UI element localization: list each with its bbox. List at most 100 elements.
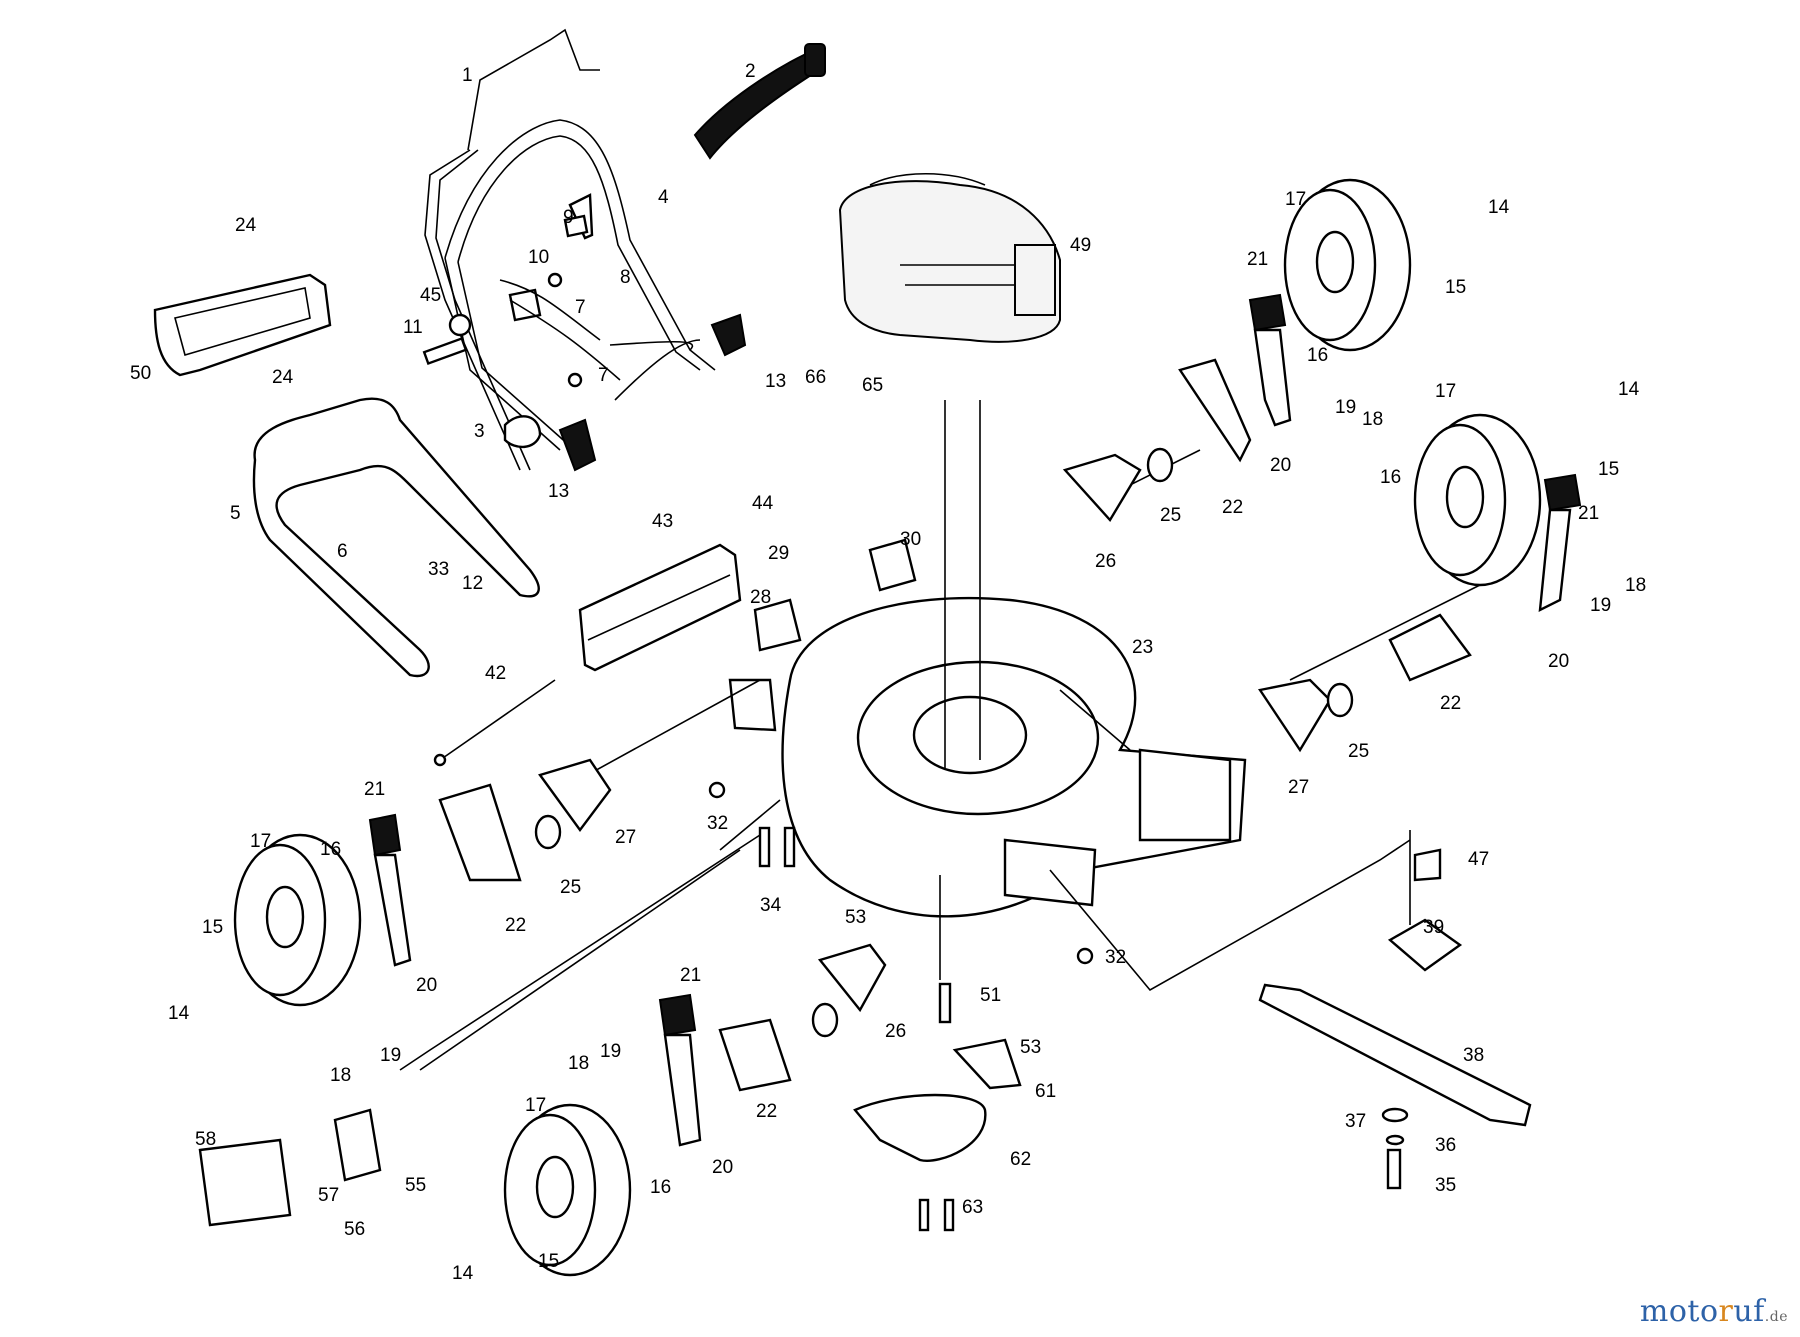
handle-knobs — [422, 193, 747, 472]
label-22c: 22 — [505, 915, 526, 936]
label-21c: 21 — [364, 779, 385, 800]
label-22a: 22 — [1222, 497, 1243, 518]
mulch-parts — [198, 1038, 1022, 1227]
label-10: 10 — [528, 247, 549, 268]
label-1: 1 — [462, 65, 473, 86]
deflector-shield — [153, 273, 332, 377]
label-29: 29 — [768, 543, 789, 564]
label-30: 30 — [900, 529, 921, 550]
label-14c: 14 — [168, 1003, 190, 1024]
handle-frame — [444, 119, 716, 451]
height-plates — [534, 447, 1354, 1038]
label-14d: 14 — [452, 1263, 474, 1284]
label-63: 63 — [962, 1197, 983, 1218]
control-cables — [499, 279, 701, 401]
label-7b: 7 — [598, 365, 609, 386]
rear-flap — [578, 543, 742, 672]
label-35: 35 — [1435, 1175, 1456, 1196]
label-25c: 25 — [560, 877, 581, 898]
label-18c: 18 — [330, 1065, 351, 1086]
label-17d: 17 — [525, 1095, 546, 1116]
lower-handle — [252, 397, 540, 678]
label-21d: 21 — [680, 965, 701, 986]
label-27b: 27 — [615, 827, 636, 848]
label-19d: 19 — [600, 1041, 621, 1062]
label-22d: 22 — [756, 1101, 777, 1122]
watermark-logo: motoruf.de — [1640, 1294, 1788, 1329]
label-32b: 32 — [1105, 947, 1126, 968]
label-58: 58 — [195, 1129, 216, 1150]
label-7a: 7 — [575, 297, 586, 318]
label-24a: 24 — [235, 215, 257, 236]
label-14b: 14 — [1618, 379, 1640, 400]
label-53b: 53 — [1020, 1037, 1041, 1058]
label-15c: 15 — [202, 917, 223, 938]
label-26b: 26 — [885, 1021, 906, 1042]
label-18d: 18 — [568, 1053, 589, 1074]
label-53a: 53 — [845, 907, 866, 928]
label-16a: 16 — [1307, 345, 1328, 366]
upper-handle — [424, 28, 600, 471]
watermark-part-2: r — [1718, 1294, 1734, 1329]
label-19a: 19 — [1335, 397, 1356, 418]
label-66: 66 — [805, 367, 826, 388]
wheel-left — [233, 833, 362, 1007]
label-19b: 19 — [1590, 595, 1611, 616]
fasteners — [708, 781, 1094, 1232]
label-32a: 32 — [707, 813, 728, 834]
label-15d: 15 — [538, 1251, 559, 1272]
label-4: 4 — [658, 187, 669, 208]
label-19c: 19 — [380, 1045, 401, 1066]
label-57: 57 — [318, 1185, 339, 1206]
label-44: 44 — [752, 493, 774, 514]
label-49: 49 — [1070, 235, 1091, 256]
label-47: 47 — [1468, 849, 1489, 870]
label-17b: 17 — [1435, 381, 1456, 402]
label-27a: 27 — [1288, 777, 1309, 798]
label-23: 23 — [1132, 637, 1153, 658]
label-9: 9 — [563, 207, 574, 228]
label-21b: 21 — [1578, 503, 1599, 524]
label-61: 61 — [1035, 1081, 1056, 1102]
height-adjuster-left — [368, 783, 522, 967]
label-15a: 15 — [1445, 277, 1466, 298]
label-11: 11 — [403, 317, 423, 338]
label-21a: 21 — [1247, 249, 1268, 270]
label-13a: 13 — [765, 371, 786, 392]
label-12: 12 — [462, 573, 483, 594]
label-20b: 20 — [1548, 651, 1569, 672]
label-15b: 15 — [1598, 459, 1619, 480]
watermark-part-1: moto — [1639, 1294, 1719, 1329]
watermark-part-3: uf — [1733, 1294, 1765, 1329]
wheel-top-right — [1283, 178, 1412, 352]
label-8: 8 — [620, 267, 631, 288]
label-16b: 16 — [1380, 467, 1401, 488]
rear-bracket — [728, 538, 917, 732]
label-16c: 16 — [320, 839, 341, 860]
watermark-suffix: .de — [1764, 1309, 1788, 1325]
label-36: 36 — [1435, 1135, 1456, 1156]
engine-shaft-lines — [944, 400, 981, 768]
height-adjuster-bottom — [658, 993, 792, 1147]
label-6: 6 — [337, 541, 348, 562]
label-22b: 22 — [1440, 693, 1461, 714]
label-33: 33 — [428, 559, 449, 580]
label-13b: 13 — [548, 481, 569, 502]
label-17c: 17 — [250, 831, 271, 852]
handle-grip — [693, 43, 826, 160]
label-50: 50 — [130, 363, 151, 384]
label-26a: 26 — [1095, 551, 1116, 572]
label-38: 38 — [1463, 1045, 1484, 1066]
label-3: 3 — [474, 421, 485, 442]
height-adjuster-top-right — [1178, 293, 1292, 463]
label-18b: 18 — [1625, 575, 1646, 596]
label-42: 42 — [485, 663, 506, 684]
label-25b: 25 — [1348, 741, 1369, 762]
label-51: 51 — [980, 985, 1001, 1006]
label-20a: 20 — [1270, 455, 1291, 476]
label-17a: 17 — [1285, 189, 1306, 210]
wheel-bottom — [503, 1103, 632, 1277]
label-25a: 25 — [1160, 505, 1181, 526]
engine — [838, 172, 1061, 343]
